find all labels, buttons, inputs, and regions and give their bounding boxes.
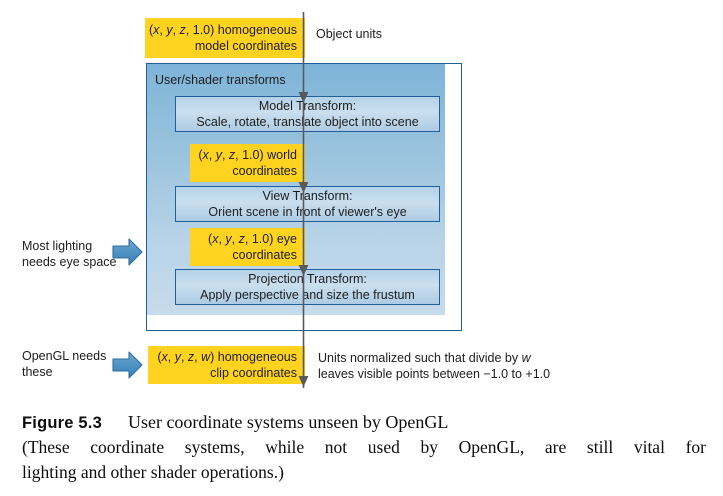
clip-coordinates-box: (x, y, z, w) homogeneous clip coordinate… (148, 346, 305, 384)
model-transform-box: Model Transform: Scale, rotate, translat… (175, 96, 440, 132)
object-units-note: Object units (316, 26, 382, 42)
lighting-note-line2: needs eye space (22, 255, 117, 269)
caption-body-line2: lighting and other shader operations.) (22, 462, 284, 482)
view-transform-description: Orient scene in front of viewer's eye (208, 205, 407, 219)
eye-coordinates-line2: coordinates (232, 248, 297, 262)
lighting-note-line1: Most lighting (22, 239, 93, 253)
lighting-note: Most lighting needs eye space (22, 238, 117, 270)
opengl-note-line2: these (22, 365, 53, 379)
clip-units-note-line1: Units normalized such that divide by w (318, 351, 531, 365)
opengl-note-line1: OpenGL needs (22, 349, 107, 363)
caption-body-line1: (These coordinate systems, while not use… (22, 437, 706, 457)
view-transform-box: View Transform: Orient scene in front of… (175, 186, 440, 222)
clip-coordinates-line2: clip coordinates (210, 366, 297, 380)
vertical-flow-arrow (298, 12, 309, 388)
model-coordinates-box: (x, y, z, 1.0) homogeneous model coordin… (145, 18, 305, 58)
object-units-note-line1: Object units (316, 27, 383, 41)
model-transform-description: Scale, rotate, translate object into sce… (196, 115, 419, 129)
figure-caption: Figure 5.3 User coordinate systems unseen… (22, 410, 712, 485)
clip-coordinates-line1: (x, y, z, w) homogeneous (157, 350, 297, 364)
opengl-note: OpenGL needs these (22, 348, 106, 380)
model-coordinates-line2: model coordinates (194, 39, 297, 53)
model-transform-title: Model Transform: (258, 99, 357, 113)
projection-transform-description: Apply perspective and size the frustum (200, 288, 415, 302)
world-coordinates-line2: coordinates (232, 164, 297, 178)
lighting-block-arrow-icon (112, 238, 143, 266)
caption-body: (These coordinate systems, while not use… (22, 435, 706, 485)
eye-coordinates-box: (x, y, z, 1.0) eye coordinates (190, 228, 305, 266)
world-coordinates-line1: (x, y, z, 1.0) world (198, 148, 297, 162)
view-transform-title: View Transform: (262, 189, 353, 203)
clip-units-note-line2: leaves visible points between −1.0 to +1… (318, 367, 551, 381)
projection-transform-title: Projection Transform: (248, 272, 367, 286)
clip-units-note: Units normalized such that divide by w l… (318, 350, 550, 382)
model-coordinates-line1: (x, y, z, 1.0) homogeneous (148, 23, 297, 37)
projection-transform-box: Projection Transform: Apply perspective … (175, 269, 440, 305)
world-coordinates-box: (x, y, z, 1.0) world coordinates (190, 144, 305, 182)
caption-first-line: Figure 5.3 User coordinate systems unseen… (22, 410, 712, 435)
caption-title: User coordinate systems unseen by OpenGL (127, 412, 449, 432)
caption-figure-number: Figure 5.3 (22, 414, 102, 432)
container-label: User/shader transforms (155, 73, 286, 87)
opengl-block-arrow-icon (112, 351, 143, 379)
eye-coordinates-line1: (x, y, z, 1.0) eye (208, 232, 297, 246)
